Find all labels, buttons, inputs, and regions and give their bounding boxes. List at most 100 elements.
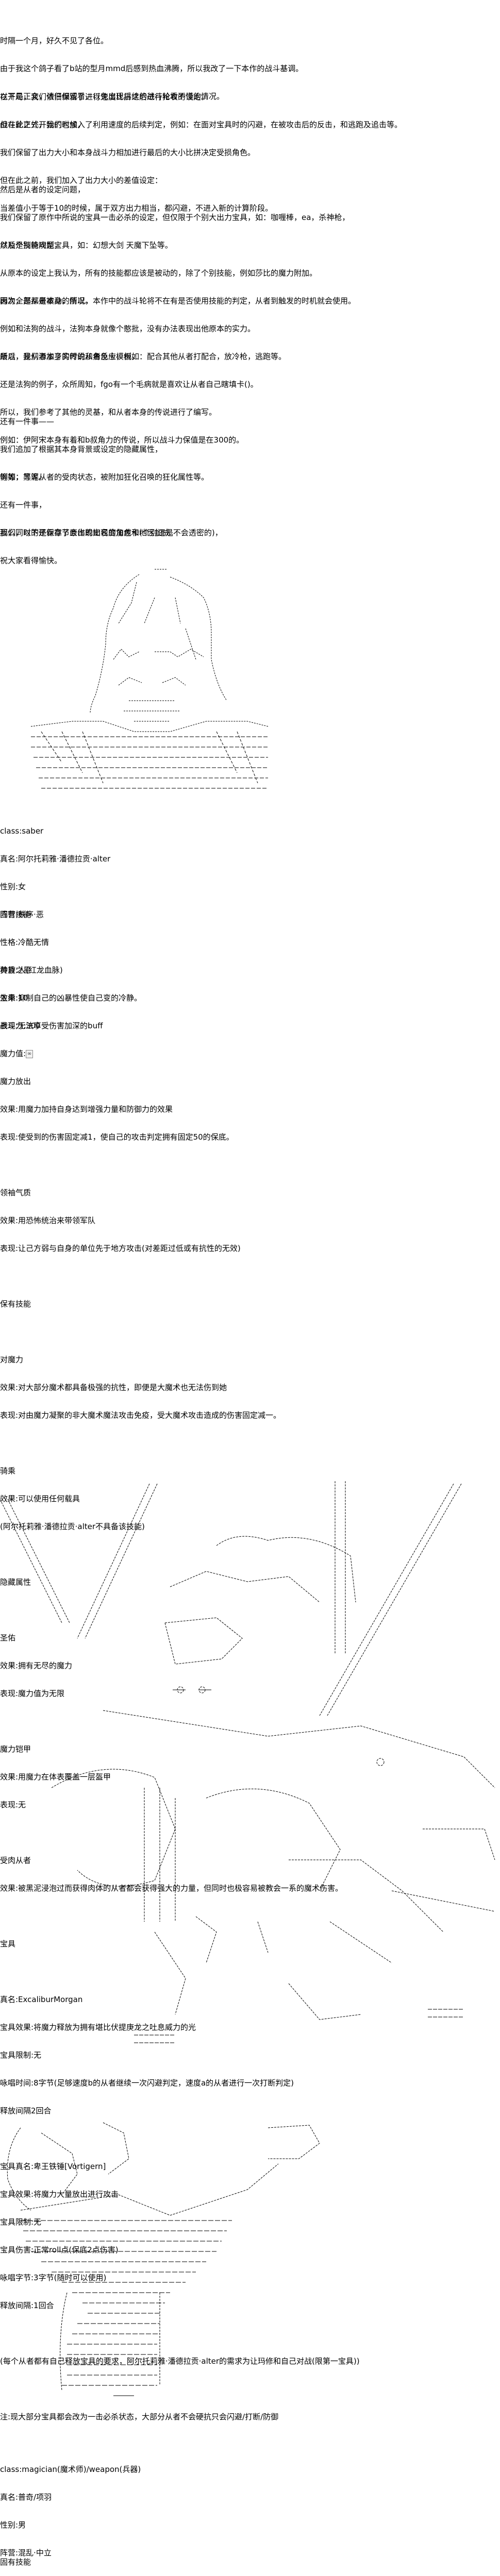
card1-innate-skills: 固有技能 黄昏之星 效果:抑制自己的凶暴性使自己变的冷静。 表现:无法享受伤害加… — [0, 891, 360, 2440]
text-line: 以及个别特攻型宝具，如：幻想大剑 天魔下坠等。 — [0, 241, 173, 250]
np-damage: 宝具伤害:正常roll点(保底2点伤害) — [0, 2245, 119, 2255]
text-line: 但在此之前，我们加入了出力大小的差值设定： — [0, 176, 163, 185]
skill-name: 骑乘 — [0, 1466, 16, 1476]
intro-paragraph-7: 最后，是从者本身的传说和角色卡模板。 还是法狗的例子，众所周知，fgo有一个毛病… — [0, 333, 258, 463]
text-line: 我们保留了出力大小和本身战斗力相加进行最后的大小比拼决定受损角色。 — [0, 148, 256, 157]
text-line: 还有一件事—— — [0, 417, 55, 426]
skill-expression: 表现:魔力值为无限 — [0, 1689, 65, 1698]
ascii-art-saber-alter-portrait — [0, 567, 418, 799]
intro-paragraph-4: 然后是从者的设定问题， 我们保留了原作中所说的宝具一击必杀的设定，但仅限于个别大… — [0, 166, 349, 268]
card2-header: class:magician(魔术师)/weapon(兵器) 真名:普奇/项羽 … — [0, 2446, 141, 2576]
card1-personality: 性格:冷酷无情 — [0, 938, 49, 947]
infinity-icon: ∞ — [26, 1049, 34, 1058]
text-line: 当差值小于等于10的时候，属于双方出力相当，都闪避，不进入新的计算阶段。 — [0, 204, 273, 213]
card2-gender: 性别:男 — [0, 2520, 26, 2530]
intro-paragraph-5: 然后是技能问题， 从原本的设定上我认为，所有的技能都应该是被动的，除了个别技能，… — [0, 222, 356, 324]
text-line: 等等，等等。 — [0, 472, 47, 482]
text-line: 时隔一个月，好久不见了各位。 — [0, 36, 109, 45]
text-line: 从原本的设定上我认为，所有的技能都应该是被动的，除了个别技能，例如莎比的魔力附加… — [0, 268, 318, 278]
np-restriction: 宝具限制:无 — [0, 2050, 42, 2060]
text-line: 我们同时的还保存了原作的知名度加成和地区加成。 — [0, 528, 178, 537]
card1-race: 种族:人(红龙血脉) — [0, 965, 63, 975]
section-title: 固有技能 — [0, 910, 31, 919]
intro-paragraph-9: 等等，等等。 还有一件事， 我们同时的还保存了原作的知名度加成和地区加成。 — [0, 454, 178, 556]
text-line: 然后是从者的设定问题， — [0, 185, 86, 194]
text-line: 我们保留了原作中所说的宝具一击必杀的设定，但仅限于个别大出力宝具，如：咖喱棒，e… — [0, 213, 350, 222]
np-effect: 宝具效果:将魔力大量放出进行攻击 — [0, 2190, 119, 2199]
skill-expression: 表现:让己方弱与自身的单位先于地方攻击(对差距过低或有抗性的无效) — [0, 1244, 241, 1253]
np-global-note: 注:现大部分宝具都会改为一击必杀状态，大部分从者不会硬抗只会闪避/打断/防御 — [0, 2412, 279, 2421]
skill-effect: 效果:对大部分魔术都具备极强的抗性，即便是大魔术也无法伤到她 — [0, 1383, 227, 1392]
skill-effect: 效果:被黑泥浸泡过而获得肉体的从者都会获得强大的力量，但同时也极容易被教会一系的… — [0, 1884, 343, 1893]
skill-expression: 表现:使受到的伤害固定减1，使自己的攻击判定拥有固定50的保底。 — [0, 1132, 234, 1142]
intro-paragraph-8: 还有一件事—— 我们追加了根据其本身背景或设定的隐藏属性， 例如：黑泥从者的受肉… — [0, 398, 209, 500]
np-chant: 咏唱时间:8字节(足够速度b的从者继续一次闪避判定，速度a的从者进行一次打断判定… — [0, 2078, 294, 2088]
skill-effect: 效果:可以使用任何载具 — [0, 1494, 80, 1503]
text-line: 所以，我们参考了其他的灵基，和从者本身的传说进行了编写。 — [0, 408, 217, 417]
skill-name: 受肉从者 — [0, 1856, 31, 1865]
intro-paragraph-6: 再次，是从者本身的情况。 例如和法狗的战斗，法狗本身就像个憨批，没有办法表现出他… — [0, 278, 286, 380]
text-line: 再次，是从者本身的情况。 — [0, 296, 93, 306]
np-interval: 释放间隔:1回合 — [0, 2301, 54, 2310]
section-title: 固有技能 — [0, 2557, 31, 2567]
skill-name: 领袖气质 — [0, 1188, 31, 1197]
card2-alignment: 阵营:混乱·中立 — [0, 2548, 52, 2557]
text-line: 因为全部都是被动，所以，本作中的战斗轮将不在有是否使用技能的判定，从者到触发的时… — [0, 296, 356, 306]
intro-paragraph-1: 时隔一个月，好久不见了各位。 由于我这个鸽子看了b站的型月mmd后感到热血沸腾，… — [0, 18, 303, 120]
text-line: 最后，是从者本身的传说和角色卡模板。 — [0, 352, 140, 361]
card1-gender: 性别:女 — [0, 882, 26, 891]
skill-name: 黄昏之星 — [0, 965, 31, 975]
text-line: 由于我这个鸽子看了b站的型月mmd后感到热血沸腾，所以我改了一下本作的战斗基调。 — [0, 64, 304, 73]
skill-name: 圣佑 — [0, 1633, 16, 1642]
skill-expression: 表现:对由魔力凝聚的非大魔术魔法攻击免疫，受大魔术攻击造成的伤害固定减一。 — [0, 1411, 281, 1420]
card1-header: class:saber 真名:阿尔托莉雅·潘德拉贡·alter 性别:女 阵营:… — [0, 808, 110, 1077]
card2-true-name: 真名:普奇/项羽 — [0, 2493, 52, 2502]
section-title: 宝具 — [0, 1939, 16, 1948]
ascii-art-warrior-with-spears — [0, 1468, 500, 2050]
text-line: 例如：黑泥从者的受肉状态，被附加狂化召唤的狂化属性等。 — [0, 472, 209, 482]
np-name: 真名:ExcaliburMorgan — [0, 1995, 83, 2004]
card1-hp: 生命:10 — [0, 993, 28, 1003]
np-restriction: 宝具限制:无 — [0, 2217, 42, 2227]
skill-effect: 效果:用魔力在体表覆盖一层盔甲 — [0, 1772, 111, 1782]
card2-skills: 固有技能 诅咒之刃 效果:只有持有被诅咒的妖刀而不受影响的人才能够做到挥刀如使臂… — [0, 2539, 351, 2576]
card1-power: 战斗力:300 — [0, 1021, 41, 1030]
skill-expression: 表现:无 — [0, 1800, 26, 1809]
text-line: 然后是技能问题， — [0, 241, 62, 250]
text-line: 但在此之外，我们也加入了利用速度的后续判定，例如：在面对宝具时的闪避，在被攻击后… — [0, 120, 403, 129]
ascii-art-raised-armored-arm — [0, 2117, 325, 2416]
np-chant: 咏唱字节:3字节(随时可以使用) — [0, 2273, 107, 2282]
card2-class: class:magician(魔术师)/weapon(兵器) — [0, 2465, 141, 2474]
skill-effect: 效果:抑制自己的凶暴性使自己变的冷静。 — [0, 993, 142, 1003]
text-line: 战斗轮正式开始的时候， — [0, 120, 86, 129]
card1-alignment: 阵营:秩序·恶 — [0, 910, 44, 919]
np-effect: 宝具效果:将魔力释放为拥有堪比伏提庚龙之吐息威力的光 — [0, 2023, 196, 2032]
skill-expression: 表现:无法享受伤害加深的buff — [0, 1021, 103, 1030]
text-line: 在开局，我们依旧保留了进行速度比拼之后进行抢攻的设定。 — [0, 92, 209, 101]
section-title: 隐藏属性 — [0, 1578, 31, 1587]
text-line: 还是法狗的例子，众所周知，fgo有一个毛病就是喜欢让从者自己瞎填卡()。 — [0, 380, 258, 389]
text-line: 我们追加了根据其本身背景或设定的隐藏属性， — [0, 445, 163, 454]
intro-paragraph-2: 在开局，我们依旧保留了进行速度比拼之后进行抢攻的设定。 但在此之外，我们也加入了… — [0, 74, 402, 148]
skill-name: 对魔力 — [0, 1355, 24, 1364]
intro-paragraph-3: 战斗轮正式开始的时候， 我们保留了出力大小和本身战斗力相加进行最后的大小比拼决定… — [0, 101, 273, 231]
text-line: 那么，以下是新章节会出现出现的角色卡(个别还是不会透密的)， — [0, 528, 223, 537]
section-title: 保有技能 — [0, 1299, 31, 1309]
np-interval: 释放间隔2回合 — [0, 2106, 52, 2115]
text-line: 例如：伊阿宋本身有着和b叔角力的传说，所以战斗力保值是在300的。 — [0, 435, 244, 445]
intro-paragraph-10: 那么，以下是新章节会出现出现的角色卡(个别还是不会透密的)， 祝大家看得愉快。 — [0, 510, 223, 584]
text-line: 以下是正文，请仔细观看，以免出现后续的战斗轮看不懂的情况。 — [0, 92, 225, 101]
skill-note: (阿尔托莉雅·潘德拉贡·alter不具备该技能) — [0, 1522, 145, 1531]
card1-class: class:saber — [0, 826, 44, 836]
skill-name: 魔力铠甲 — [0, 1744, 31, 1754]
skill-name: 魔力放出 — [0, 1077, 31, 1086]
skill-effect: 效果:用魔力加持自身达到增强力量和防御力的效果 — [0, 1105, 173, 1114]
text-line: 所以，我们添加了实时的从者反应，例如：配合其他从者打配合，放冷枪，逃跑等。 — [0, 352, 287, 361]
card1-mana: 魔力值:∞ — [0, 1049, 110, 1058]
text-line: 例如和法狗的战斗，法狗本身就像个憨批，没有办法表现出他原本的实力。 — [0, 324, 256, 333]
text-line: 还有一件事， — [0, 500, 47, 510]
skill-effect: 效果:拥有无尽的魔力 — [0, 1661, 73, 1670]
card1-true-name: 真名:阿尔托莉雅·潘德拉贡·alter — [0, 854, 111, 863]
text-line: 祝大家看得愉快。 — [0, 556, 62, 565]
skill-effect: 效果:用恐怖统治来带领军队 — [0, 1216, 96, 1225]
